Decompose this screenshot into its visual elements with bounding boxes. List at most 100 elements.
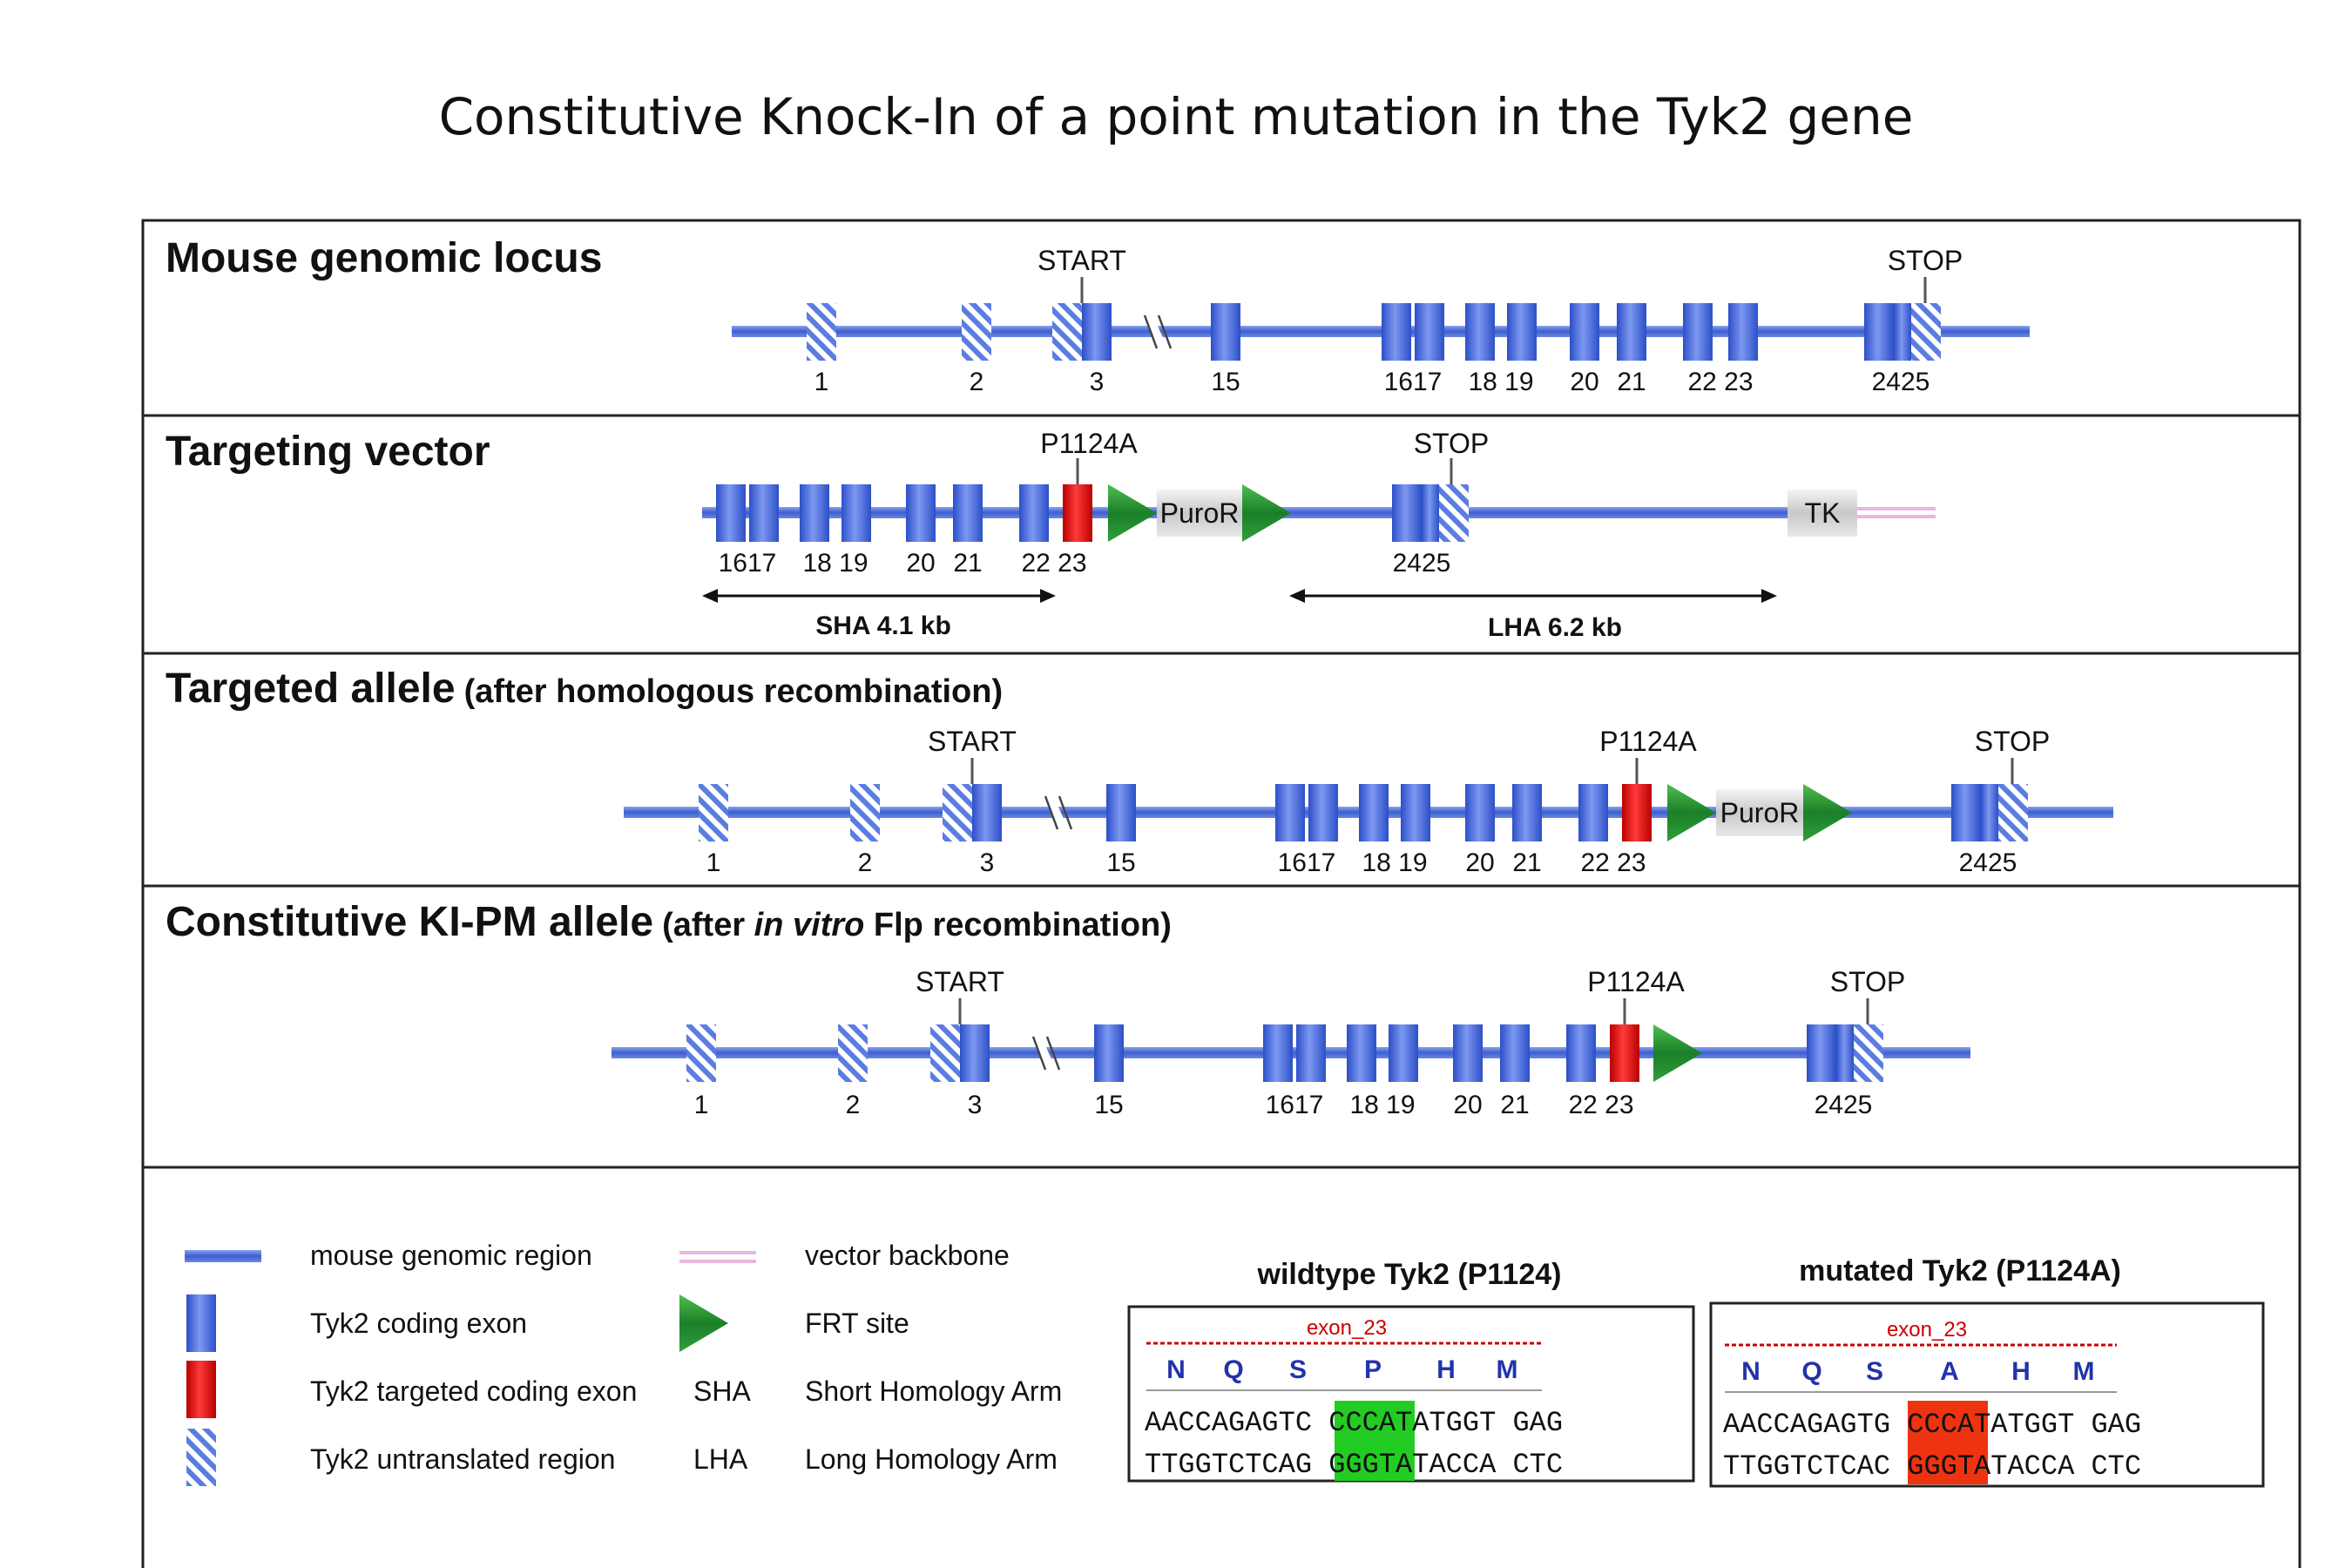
frt-site [1108, 484, 1157, 542]
exon-number: 20 [1465, 848, 1494, 877]
exon-number: 20 [1453, 1091, 1482, 1119]
exon-number: 1617 [1266, 1091, 1324, 1119]
sequence-panel-mutated: mutated Tyk2 (P1124A) exon_23 N Q S A H … [1709, 1254, 2265, 1488]
coding-exon [1951, 784, 1981, 841]
exon-number: 18 19 [1362, 848, 1427, 877]
amino-acid: A [1940, 1357, 1959, 1386]
exon-number: 22 23 [1568, 1091, 1633, 1119]
break-marker [1143, 313, 1173, 351]
coding-exon [1347, 1024, 1376, 1082]
panel-heading: Mouse genomic locus [166, 235, 602, 281]
dna-top-strand: AACCAGAGTC CCCATATGGT GAG [1145, 1407, 1563, 1439]
exon-number: 15 [1106, 848, 1135, 877]
utr-exon [699, 784, 728, 841]
vector-backbone [1857, 507, 1936, 510]
break-marker [1044, 794, 1073, 832]
legend-label: Tyk2 untranslated region [310, 1443, 615, 1475]
exon-number: 22 23 [1580, 848, 1646, 877]
coding-exon [972, 784, 1002, 841]
mutation-label: P1124A [1040, 428, 1138, 459]
dna-top-strand: AACCAGAGTG CCCATATGGT GAG [1723, 1409, 2141, 1441]
utr-exon [1998, 784, 2028, 841]
coding-exon [1308, 784, 1338, 841]
exon-number: 18 19 [802, 549, 868, 578]
legend-label: Short Homology Arm [805, 1375, 1062, 1407]
coding-exon [716, 484, 746, 542]
coding-exon [1507, 303, 1537, 361]
coding-exon [1683, 303, 1713, 361]
exon-number: 18 19 [1349, 1091, 1415, 1119]
legend-backbone-swatch [679, 1260, 756, 1263]
coding-exon [1211, 303, 1240, 361]
utr-exon [807, 303, 836, 361]
coding-exon [749, 484, 779, 542]
exon-number: 3 [968, 1091, 983, 1119]
page-title: Constitutive Knock-In of a point mutatio… [438, 87, 1914, 146]
legend-utr-swatch [186, 1429, 216, 1486]
frt-site [1242, 484, 1291, 542]
exon-number: 1617 [1278, 848, 1336, 877]
start-label: START [916, 966, 1004, 997]
coding-exon [1094, 1024, 1124, 1082]
coding-exon [800, 484, 829, 542]
panel-targeting-vector: Targeting vector PuroR TK P1124A STOP 16… [166, 428, 1936, 642]
amino-acid: N [1741, 1357, 1761, 1386]
puror-label: PuroR [1720, 797, 1800, 828]
exon-number: 15 [1211, 368, 1240, 396]
frt-site [1653, 1024, 1702, 1082]
coding-exon [1566, 1024, 1596, 1082]
legend-label: Tyk2 targeted coding exon [310, 1375, 637, 1407]
amino-acid: N [1166, 1355, 1186, 1384]
exon-number: 1617 [719, 549, 777, 578]
outer-frame [141, 219, 2301, 1568]
coding-exon [1864, 303, 1894, 361]
lha-arrow [1289, 589, 1777, 603]
coding-exon [1382, 303, 1411, 361]
stop-label: STOP [1414, 428, 1490, 459]
legend-genomic-swatch [185, 1250, 261, 1262]
dna-bottom-strand: TTGGTCTCAG GGGTATACCA CTC [1145, 1449, 1563, 1481]
coding-exon [1275, 784, 1305, 841]
amino-acid: H [2011, 1357, 2031, 1386]
coding-exon [1422, 484, 1439, 542]
vector-backbone [1857, 515, 1936, 518]
coding-exon [1359, 784, 1389, 841]
puror-box [1157, 490, 1242, 537]
exon-number: 3 [1090, 368, 1105, 396]
utr-exon [1052, 303, 1082, 361]
exon-number: 20 [1570, 368, 1598, 396]
panel-heading: Constitutive KI-PM allele(after in vitro… [166, 899, 1172, 945]
codon-highlight [1908, 1401, 1988, 1484]
exon-number: 2425 [1872, 368, 1930, 396]
panel-genomic-locus: Mouse genomic locus START STOP 1 2 3 15 … [166, 235, 2030, 396]
legend-label: vector backbone [805, 1240, 1010, 1271]
dna-bottom-strand: TTGGTCTCAC GGGTATACCA CTC [1723, 1450, 2141, 1483]
coding-exon [1392, 484, 1422, 542]
amino-acid: S [1289, 1355, 1307, 1384]
exon-number: 21 [953, 549, 982, 578]
utr-exon [962, 303, 991, 361]
stop-label: STOP [1888, 245, 1963, 276]
exon-label: exon_23 [1887, 1318, 1967, 1342]
exon-number: 22 23 [1687, 368, 1753, 396]
coding-exon [1465, 303, 1495, 361]
legend: mouse genomic region vector backbone Tyk… [185, 1240, 1062, 1486]
exon-number: 1617 [1384, 368, 1443, 396]
exon-number: 1 [814, 368, 829, 396]
coding-exon [1415, 303, 1444, 361]
coding-exon [953, 484, 983, 542]
exon-number: 2425 [1393, 549, 1451, 578]
coding-exon [1082, 303, 1112, 361]
coding-exon [1019, 484, 1049, 542]
legend-label: mouse genomic region [310, 1240, 592, 1271]
break-marker [1031, 1034, 1061, 1072]
exon-number: 20 [906, 549, 935, 578]
amino-acid: H [1436, 1355, 1456, 1384]
exon-number: 21 [1500, 1091, 1529, 1119]
utr-exon [850, 784, 880, 841]
coding-exon [1401, 784, 1430, 841]
panel-targeted-allele: Targeted allele(after homologous recombi… [166, 666, 2113, 877]
panel-heading: Targeting vector [166, 429, 490, 475]
legend-label: FRT site [805, 1308, 909, 1339]
legend-label: Tyk2 coding exon [310, 1308, 527, 1339]
